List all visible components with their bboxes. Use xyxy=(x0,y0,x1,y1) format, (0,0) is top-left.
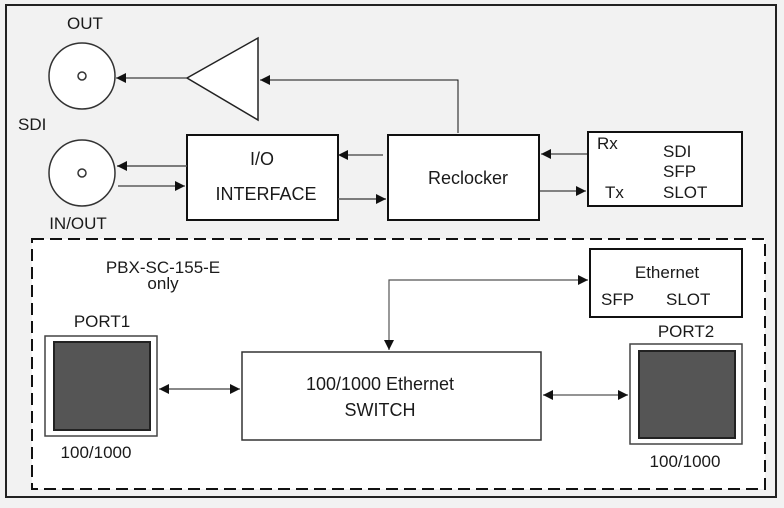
sdi-inout-connector xyxy=(48,139,116,207)
io-interface-box xyxy=(186,134,339,221)
sdi-sfp-line2: SFP xyxy=(663,162,696,181)
reclocker-box xyxy=(387,134,540,221)
sdi-sfp-line1: SDI xyxy=(663,142,691,161)
eth-sfp-line2a: SFP xyxy=(601,290,634,309)
port2-jack-icon xyxy=(638,350,736,439)
reclocker-label: Reclocker xyxy=(428,168,508,188)
sdi-out-label: OUT xyxy=(67,14,103,33)
sdi-inout-label: IN/OUT xyxy=(49,214,107,233)
sdi-label: SDI xyxy=(18,115,46,134)
port2-speed: 100/1000 xyxy=(650,452,721,471)
switch-sfp-link xyxy=(384,275,588,350)
io-interface-line1: I/O xyxy=(250,149,274,169)
ethernet-sfp-slot-box xyxy=(589,248,743,318)
port1-jack-icon xyxy=(53,341,151,431)
sdi-sfp-rx-label: Rx xyxy=(597,134,618,153)
reclocker-to-amp-arrow xyxy=(260,75,459,133)
sdi-sfp-line3: SLOT xyxy=(663,183,707,202)
sdi-sfp-tx-label: Tx xyxy=(605,183,624,202)
option-title-line1: PBX-SC-155-E xyxy=(106,258,220,277)
io-interface-line2: INTERFACE xyxy=(215,184,316,204)
ethernet-switch-box xyxy=(241,351,542,441)
port2-name: PORT2 xyxy=(658,322,714,341)
amplifier-icon xyxy=(185,36,259,122)
eth-sfp-line2b: SLOT xyxy=(666,290,710,309)
option-title-line2: only xyxy=(147,274,179,293)
eth-sfp-line1: Ethernet xyxy=(635,263,700,282)
port1-name: PORT1 xyxy=(74,312,130,331)
port1-speed: 100/1000 xyxy=(61,443,132,462)
sdi-out-connector xyxy=(48,42,116,110)
switch-line2: SWITCH xyxy=(345,400,416,420)
switch-line1: 100/1000 Ethernet xyxy=(306,374,454,394)
sdi-sfp-slot-box xyxy=(587,131,743,207)
